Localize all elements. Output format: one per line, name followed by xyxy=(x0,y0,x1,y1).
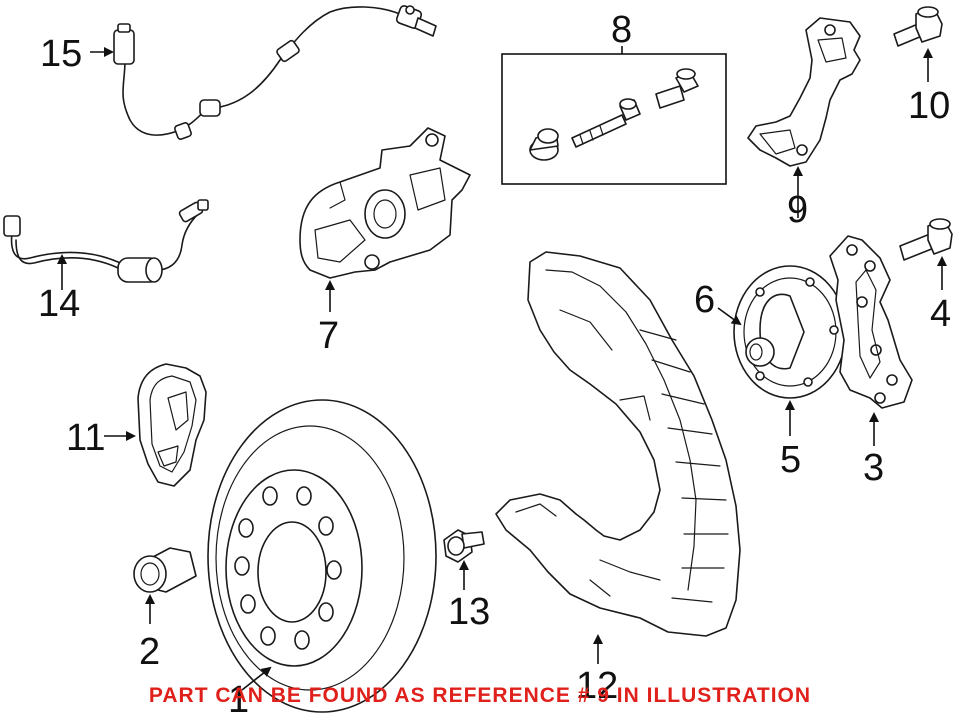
part-9-caliper-bracket xyxy=(747,17,861,167)
part-2-lug-nut xyxy=(133,547,197,593)
callout-8: 8 xyxy=(611,9,632,51)
leader-lines xyxy=(57,47,947,691)
part-5-hub-bearing xyxy=(733,265,847,399)
callout-9: 9 xyxy=(787,189,808,231)
guide-pin-boot xyxy=(529,128,559,161)
reference-note: PART CAN BE FOUND AS REFERENCE # 9 IN IL… xyxy=(149,684,811,707)
callout-6: 6 xyxy=(694,279,715,321)
part-11-brake-pads xyxy=(137,363,207,487)
callout-15: 15 xyxy=(40,33,82,75)
callout-11: 11 xyxy=(66,417,105,459)
part-14-sensor-harness xyxy=(3,199,209,283)
callout-4: 4 xyxy=(930,293,951,335)
callout-14: 14 xyxy=(38,283,80,325)
part-3-steering-knuckle xyxy=(829,235,913,409)
part-7-brake-caliper xyxy=(299,127,471,279)
part-8-guide-pin-kit xyxy=(501,46,727,185)
part-4-hub-bolt xyxy=(899,218,953,261)
part-13-shield-bolt xyxy=(443,529,485,563)
part-1-brake-rotor xyxy=(207,399,437,713)
callout-7: 7 xyxy=(318,315,339,357)
callout-12: 12 xyxy=(576,665,618,707)
callout-1: 1 xyxy=(228,679,249,714)
callout-13: 13 xyxy=(448,591,490,633)
part-10-bolt xyxy=(893,6,943,47)
guide-pin xyxy=(571,98,641,148)
guide-bolt xyxy=(655,68,699,109)
callout-5: 5 xyxy=(780,439,801,481)
part-12-splash-shield xyxy=(495,251,741,637)
callout-2: 2 xyxy=(139,631,160,673)
callout-3: 3 xyxy=(863,447,884,489)
callout-labels: 15 14 7 8 9 10 4 6 5 3 11 2 13 1 12 xyxy=(38,9,951,714)
callout-10: 10 xyxy=(908,85,950,127)
part-15-wheel-speed-sensor xyxy=(113,5,437,140)
